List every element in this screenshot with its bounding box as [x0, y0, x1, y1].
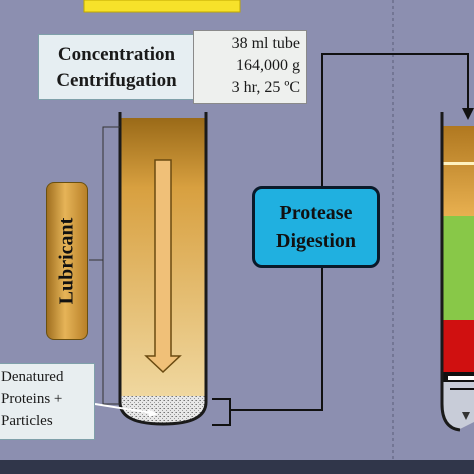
- centrifugation-title-line1: Concentration: [57, 44, 176, 65]
- digestion-tube: [440, 112, 474, 432]
- pellet-pointer: [94, 403, 153, 414]
- connector-lower: [212, 268, 323, 426]
- sedimentation-arrow: [144, 159, 182, 374]
- pellet-label-line3: Particles: [1, 413, 53, 429]
- condition-time-temp: 3 hr, 25 ºC: [231, 79, 300, 96]
- lubricant-label: Lubricant: [55, 217, 78, 305]
- pellet-label-box: Denatured Proteins + Particles: [0, 363, 95, 440]
- protease-label-line1: Protease: [279, 202, 353, 224]
- bottom-bar: [0, 460, 474, 474]
- condition-tube-volume: 38 ml tube: [231, 35, 300, 52]
- protease-digestion-box: Protease Digestion: [252, 186, 380, 268]
- lubricant-bracket: [89, 126, 120, 405]
- connector-upper: [321, 53, 469, 186]
- centrifugation-label-box: Concentration Centrifugation: [38, 34, 195, 100]
- centrifugation-title-line2: Centrifugation: [56, 70, 177, 91]
- protease-label-line2: Digestion: [276, 230, 356, 252]
- pellet-label-line2: Proteins +: [1, 391, 63, 407]
- pellet-label-line1: Denatured: [1, 369, 64, 385]
- centrifugation-conditions-box: 38 ml tube 164,000 g 3 hr, 25 ºC: [193, 30, 307, 104]
- condition-g-force: 164,000 g: [236, 57, 300, 74]
- lubricant-label-box: Lubricant: [46, 182, 88, 340]
- top-yellow-bar: [83, 0, 241, 13]
